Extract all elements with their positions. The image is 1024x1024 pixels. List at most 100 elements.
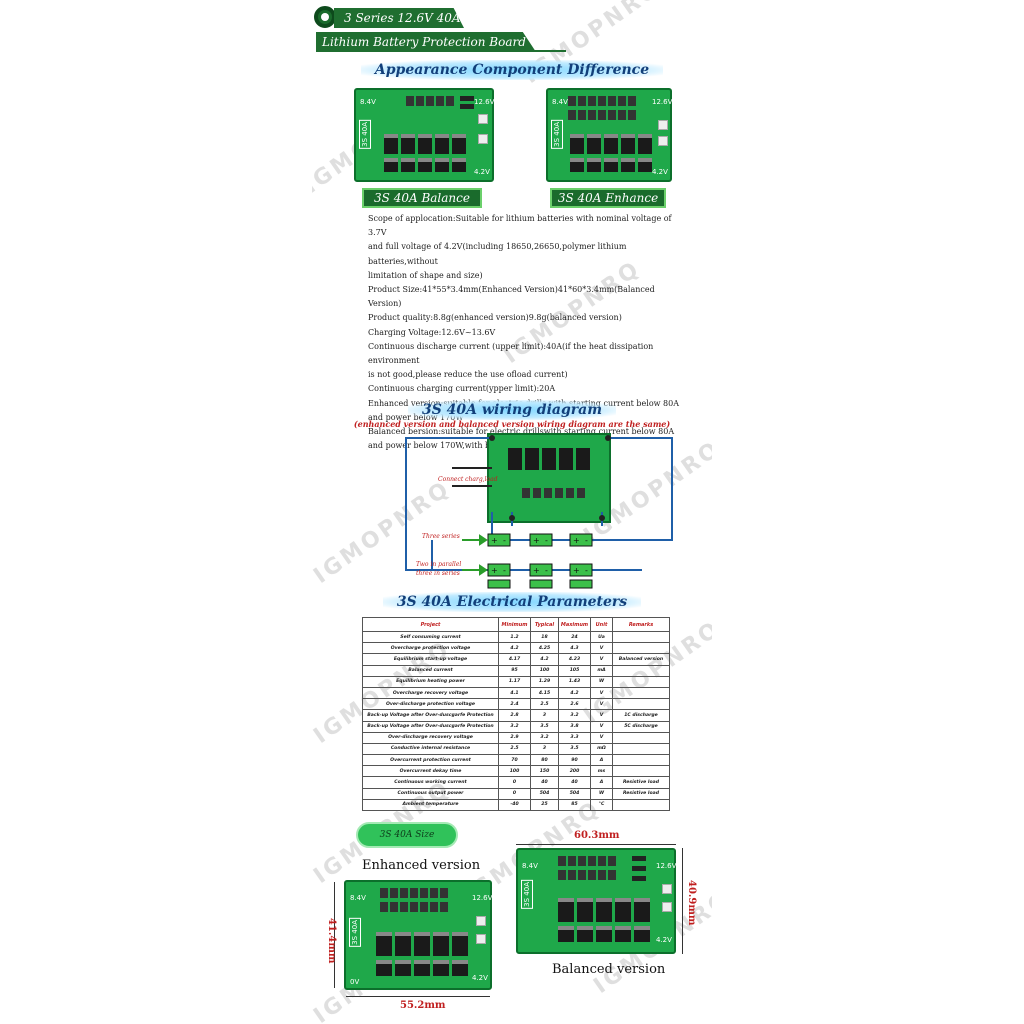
cell-plus: + xyxy=(573,566,580,575)
table-cell: 25 xyxy=(530,798,559,812)
table-cell: 150 xyxy=(530,765,559,778)
table-cell: V xyxy=(590,698,613,711)
cell-minus: - xyxy=(545,566,548,575)
table-row: Back-up Voltage after Over-duscgarfe Pro… xyxy=(362,720,670,733)
table-cell: 2.4 xyxy=(498,698,531,711)
table-cell: 3.5 xyxy=(558,742,591,756)
table-cell: 2.9 xyxy=(498,731,531,744)
desc-line: Continuous charging current(ypper limit)… xyxy=(368,384,556,394)
table-cell: 80 xyxy=(530,754,559,767)
cell-plus: + xyxy=(573,536,580,545)
balanced-version-title: Balanced version xyxy=(552,962,666,977)
table-cell: Continuous output power xyxy=(362,787,499,800)
cell-minus: - xyxy=(585,536,588,545)
table-cell: 18 xyxy=(530,630,559,644)
table-cell: V xyxy=(590,642,613,655)
table-cell: Self consuming current xyxy=(362,630,499,644)
table-cell: 2.8 xyxy=(498,709,531,722)
table-cell: Over-discharge protection voltage xyxy=(362,698,499,711)
table-cell: V xyxy=(590,653,613,666)
table-cell: 3.2 xyxy=(558,709,591,722)
cell-minus: - xyxy=(545,536,548,545)
table-cell: 4.1 xyxy=(498,686,531,700)
pcb-enhanced-size-image: 8.4V 12.6V 4.2V 0V 3S 40A xyxy=(344,880,492,990)
enhanced-version-title: Enhanced version xyxy=(362,858,481,873)
cell-minus: - xyxy=(503,536,506,545)
table-cell: Resistive load xyxy=(612,776,670,789)
product-image-strip: IGMOPNRQ IGMOPNRQ IGMOPNRQ IGMOPNRQ IGMO… xyxy=(312,0,712,1024)
desc-line: Product Size:41*55*3.4mm(Enhanced Versio… xyxy=(368,285,655,309)
table-cell: A xyxy=(590,776,613,789)
table-cell xyxy=(612,642,670,655)
desc-line: Product quality:8.8g(enhanced version)9.… xyxy=(368,313,622,323)
table-cell: 4.17 xyxy=(498,653,531,666)
table-cell: 200 xyxy=(558,765,591,778)
wiring-diagram: Connect charg,load Three series Two in p… xyxy=(405,433,673,589)
table-cell: Over-discharge recovery voltage xyxy=(362,731,499,744)
table-cell: Resistive load xyxy=(612,787,670,800)
cell-minus: - xyxy=(585,566,588,575)
table-cell: 1.2 xyxy=(498,630,531,644)
desc-line: Balanced bersion:suitable for electric d… xyxy=(368,427,675,437)
electrical-params-table: Project Minimum Typical Maximum Unit Rem… xyxy=(362,617,670,812)
desc-line: Charging Voltage:12.6V~13.6V xyxy=(368,327,496,337)
col-header: Project xyxy=(362,617,499,632)
desc-line: and power below 170W,with balanced charg… xyxy=(368,441,594,451)
table-cell: 24 xyxy=(558,630,591,644)
pcb-balanced-size-image: 8.4V 12.6V 4.2V 3S 40A xyxy=(516,848,676,954)
table-cell: 1C discharge xyxy=(612,709,670,722)
table-cell: 3.5 xyxy=(530,720,559,733)
title-banner-line1: 3 Series 12.6V 40A xyxy=(334,8,464,28)
table-cell: V xyxy=(590,686,613,700)
bal-height-dim: 40.9mm xyxy=(686,880,697,926)
table-cell: Balanced version xyxy=(612,653,670,666)
table-cell: 2.5 xyxy=(530,698,559,711)
table-cell: 4.15 xyxy=(530,686,559,700)
table-cell: 1.43 xyxy=(558,675,591,688)
table-cell: V xyxy=(590,731,613,744)
dim-line xyxy=(516,844,676,845)
connect-label: Connect charg,load xyxy=(438,476,498,483)
table-cell: 4.25 xyxy=(530,642,559,655)
table-cell: 3.2 xyxy=(498,720,531,733)
two-parallel-label-2: three in series xyxy=(416,570,460,577)
three-series-label: Three series xyxy=(422,533,460,540)
table-cell xyxy=(612,664,670,677)
table-cell: V xyxy=(590,709,613,722)
table-cell: W xyxy=(590,675,613,688)
table-cell: 3.3 xyxy=(558,731,591,744)
table-cell: 70 xyxy=(498,754,531,767)
table-cell: 4.3 xyxy=(558,642,591,655)
table-cell: W xyxy=(590,787,613,800)
table-cell: Equilibrium start-up voltage xyxy=(362,653,499,666)
table-cell xyxy=(612,686,670,700)
enh-width-dim: 55.2mm xyxy=(400,1000,446,1011)
table-cell xyxy=(612,765,670,778)
table-cell: -40 xyxy=(498,798,531,812)
enh-height-dim: 41.4mm xyxy=(326,918,337,964)
table-cell: 504 xyxy=(530,787,559,800)
desc-line: Continuous discharge current (upper limi… xyxy=(368,341,654,366)
table-cell: Conductive internal resistance xyxy=(362,742,499,756)
col-header: Typical xyxy=(530,617,559,632)
table-cell: 3 xyxy=(530,742,559,756)
table-cell: V xyxy=(590,720,613,733)
table-cell: 0 xyxy=(498,787,531,800)
table-cell: 1.17 xyxy=(498,675,531,688)
title-banner-line2: Lithium Battery Protection Board xyxy=(316,32,536,52)
table-cell: °C xyxy=(590,798,613,812)
section-title-wiring: 3S 40A wiring diagram xyxy=(312,400,712,420)
banner-divider xyxy=(316,50,566,52)
dim-line xyxy=(682,848,683,954)
table-cell: 5C discharge xyxy=(612,720,670,733)
table-cell: 100 xyxy=(530,664,559,677)
table-cell: 3.8 xyxy=(558,720,591,733)
table-cell: Overcharge recovery voltage xyxy=(362,686,499,700)
